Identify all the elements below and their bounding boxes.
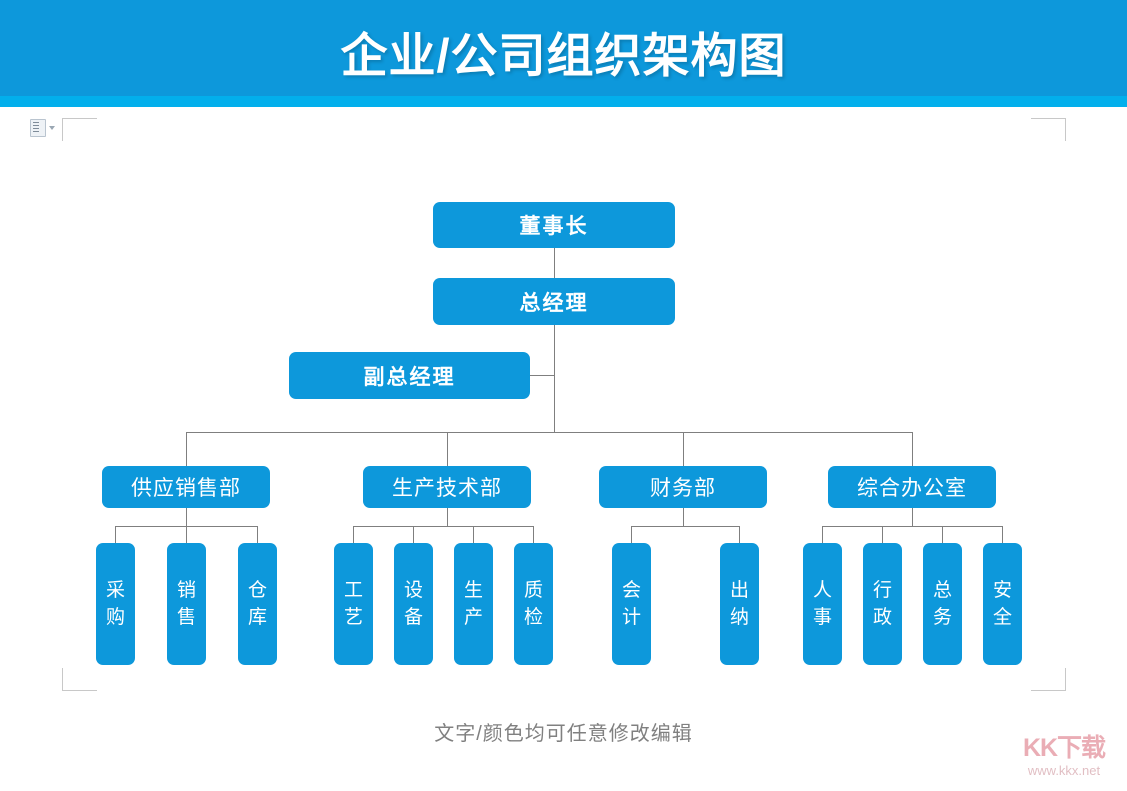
- paste-options-widget[interactable]: [30, 118, 70, 138]
- node-leaf-caigou[interactable]: 采 购: [96, 543, 135, 665]
- leaf-char: 出: [729, 580, 749, 601]
- leaf-char: 检: [523, 607, 543, 628]
- connector-dept-4-drop: [912, 508, 913, 526]
- leaf-char: 仓: [247, 580, 267, 601]
- connector-leaf-kuaiji: [631, 526, 632, 543]
- node-leaf-anquan[interactable]: 安 全: [983, 543, 1022, 665]
- node-leaf-shebei[interactable]: 设 备: [394, 543, 433, 665]
- leaf-char: 售: [176, 607, 196, 628]
- node-leaf-chuna[interactable]: 出 纳: [720, 543, 759, 665]
- connector-leaf-xiaoshou: [186, 526, 187, 543]
- connector-leaf-gongyi: [353, 526, 354, 543]
- leaf-char: 质: [523, 580, 543, 601]
- connector-dept-3-drop: [683, 508, 684, 526]
- connector-leaf-shebei: [413, 526, 414, 543]
- leaf-char: 行: [872, 580, 892, 601]
- connector-gm-trunk: [554, 325, 555, 432]
- connector-leaf-zhijian: [533, 526, 534, 543]
- node-department-finance[interactable]: 财务部: [599, 466, 767, 508]
- node-leaf-xingzheng[interactable]: 行 政: [863, 543, 902, 665]
- node-leaf-gongyi[interactable]: 工 艺: [334, 543, 373, 665]
- connector-deputy-gm-branch: [529, 375, 555, 376]
- connector-dept-1-drop: [186, 508, 187, 526]
- leaf-char: 产: [463, 607, 483, 628]
- connector-leaf-shengchan: [473, 526, 474, 543]
- node-leaf-zhijian[interactable]: 质 检: [514, 543, 553, 665]
- header-banner: 企业/公司组织架构图: [0, 0, 1127, 107]
- connector-leaf-zongwu: [942, 526, 943, 543]
- node-leaf-shengchan[interactable]: 生 产: [454, 543, 493, 665]
- node-department-production-technology[interactable]: 生产技术部: [363, 466, 531, 508]
- connector-leaf-chuna: [739, 526, 740, 543]
- leaf-char: 工: [343, 580, 363, 601]
- leaf-char: 全: [992, 607, 1012, 628]
- connector-dept-3-bus: [631, 526, 739, 527]
- page-title: 企业/公司组织架构图: [340, 29, 787, 82]
- watermark-url: www.kkx.net: [1027, 763, 1101, 778]
- leaf-char: 会: [621, 580, 641, 601]
- leaf-char: 购: [105, 607, 125, 628]
- node-leaf-renshi[interactable]: 人 事: [803, 543, 842, 665]
- leaf-char: 采: [105, 580, 125, 601]
- node-general-manager[interactable]: 总经理: [433, 278, 675, 325]
- connector-leaf-renshi: [822, 526, 823, 543]
- connector-dept-2-bus: [353, 526, 534, 527]
- node-department-general-office[interactable]: 综合办公室: [828, 466, 996, 508]
- leaf-char: 生: [463, 580, 483, 601]
- node-deputy-general-manager[interactable]: 副总经理: [289, 352, 530, 399]
- connector-leaf-caigou: [115, 526, 116, 543]
- chevron-down-icon[interactable]: [49, 126, 55, 130]
- paste-options-icon[interactable]: [30, 119, 46, 137]
- page-corner-top-right: [1031, 118, 1066, 141]
- leaf-char: 设: [403, 580, 423, 601]
- org-chart: 董事长 总经理 副总经理 供应销售部 生产技术部 财务部 综合办公室 采 购 销…: [0, 103, 1127, 703]
- node-leaf-cangku[interactable]: 仓 库: [238, 543, 277, 665]
- connector-leaf-xingzheng: [882, 526, 883, 543]
- node-department-supply-sales[interactable]: 供应销售部: [102, 466, 270, 508]
- leaf-char: 务: [932, 607, 952, 628]
- connector-leaf-cangku: [257, 526, 258, 543]
- leaf-char: 备: [403, 607, 423, 628]
- node-chairman[interactable]: 董事长: [433, 202, 675, 248]
- connector-department-bus: [186, 432, 913, 433]
- watermark: KK下载 www.kkx.net: [1008, 736, 1120, 784]
- connector-dept-4-bus: [822, 526, 1003, 527]
- connector-to-dept-3: [683, 432, 684, 466]
- leaf-char: 人: [812, 580, 832, 601]
- node-leaf-kuaiji[interactable]: 会 计: [612, 543, 651, 665]
- connector-dept-2-drop: [447, 508, 448, 526]
- leaf-char: 总: [932, 580, 952, 601]
- leaf-char: 销: [176, 580, 196, 601]
- connector-to-dept-2: [447, 432, 448, 466]
- leaf-char: 安: [992, 580, 1012, 601]
- banner-accent-stripe: [0, 96, 1127, 107]
- leaf-char: 库: [247, 607, 267, 628]
- leaf-char: 事: [812, 607, 832, 628]
- leaf-char: 政: [872, 607, 892, 628]
- node-leaf-zongwu[interactable]: 总 务: [923, 543, 962, 665]
- connector-to-dept-4: [912, 432, 913, 466]
- leaf-char: 计: [621, 607, 641, 628]
- watermark-logo: KK下载: [1022, 734, 1106, 762]
- page-corner-bottom-right: [1031, 668, 1066, 691]
- node-leaf-xiaoshou[interactable]: 销 售: [167, 543, 206, 665]
- chart-caption: 文字/颜色均可任意修改编辑: [434, 723, 693, 745]
- leaf-char: 纳: [729, 607, 749, 628]
- page-corner-top-left: [62, 118, 97, 141]
- page-corner-bottom-left: [62, 668, 97, 691]
- leaf-char: 艺: [343, 607, 363, 628]
- connector-to-dept-1: [186, 432, 187, 466]
- connector-chairman-to-gm: [554, 248, 555, 278]
- connector-leaf-anquan: [1002, 526, 1003, 543]
